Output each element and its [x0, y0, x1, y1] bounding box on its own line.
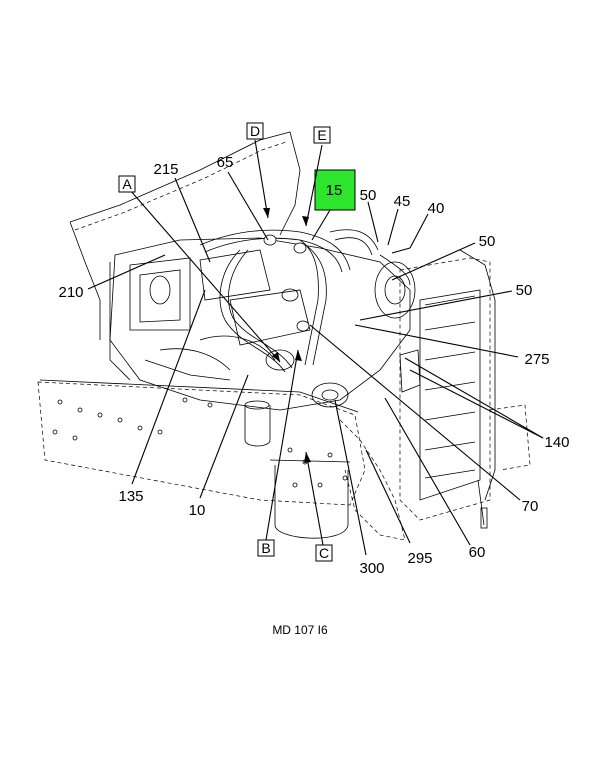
- view-label-D-text: D: [250, 123, 260, 139]
- highlighted-part-box: [314, 169, 356, 211]
- view-label-B: B: [257, 539, 275, 557]
- callout-295: 295: [407, 550, 432, 567]
- frame-rail-holes: [52, 397, 348, 488]
- callout-215: 215: [153, 161, 178, 178]
- callout-135: 135: [118, 488, 143, 505]
- engine-illustration: [37, 131, 531, 541]
- view-label-E-text: E: [317, 127, 326, 143]
- view-label-C: C: [315, 544, 333, 562]
- callout-60: 60: [469, 544, 486, 561]
- callout-210: 210: [58, 284, 83, 301]
- view-label-A: A: [118, 175, 136, 193]
- callout-70: 70: [522, 498, 539, 515]
- callout-140: 140: [544, 434, 569, 451]
- view-label-C-text: C: [319, 545, 329, 561]
- callout-45: 45: [394, 193, 411, 210]
- figure-caption: MD 107 I6: [272, 623, 328, 637]
- leader-lines: [87, 139, 544, 556]
- callout-300: 300: [359, 560, 384, 577]
- callout-275: 275: [524, 351, 549, 368]
- view-label-E: E: [313, 126, 331, 144]
- view-label-B-text: B: [261, 540, 270, 556]
- view-label-A-text: A: [122, 176, 132, 192]
- callout-50-upper: 50: [360, 187, 377, 204]
- callout-15: 15: [326, 182, 343, 199]
- callout-numbers: 50 45 40 50 50 275 140 70 60 295 300 10 …: [58, 154, 569, 577]
- callout-40: 40: [428, 200, 445, 217]
- callout-50-lower: 50: [516, 282, 533, 299]
- view-label-D: D: [246, 122, 264, 140]
- callout-10: 10: [189, 502, 206, 519]
- callout-65: 65: [217, 154, 234, 171]
- callout-50-middle: 50: [479, 233, 496, 250]
